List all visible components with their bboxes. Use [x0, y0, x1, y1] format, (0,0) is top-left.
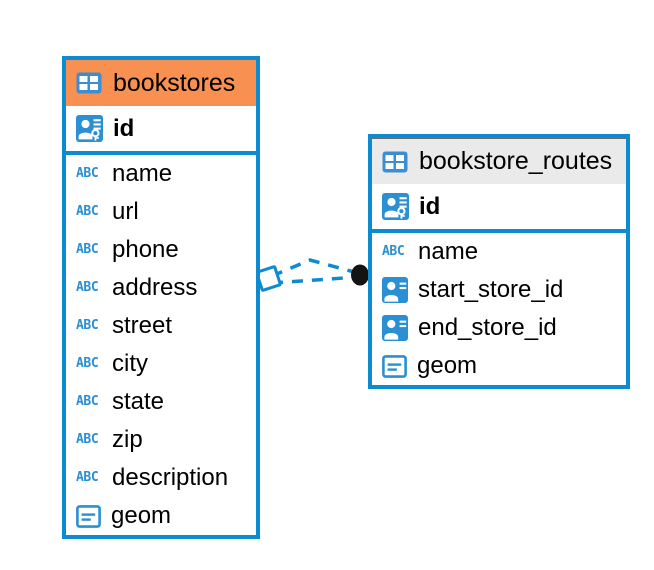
primary-key-icon	[76, 115, 103, 142]
field-name: address	[112, 274, 198, 301]
field-row[interactable]: ABC state	[66, 383, 256, 421]
field-row[interactable]: ABC description	[66, 459, 256, 497]
primary-key-divider	[372, 229, 626, 233]
abc-icon: ABC	[76, 204, 99, 219]
primary-key-divider	[66, 151, 256, 155]
field-name: city	[112, 350, 148, 377]
relationship-branch-upper	[271, 258, 359, 278]
field-row[interactable]: ABC city	[66, 345, 256, 383]
geometry-icon	[76, 504, 101, 528]
primary-key-icon	[382, 193, 409, 220]
abc-icon: ABC	[76, 242, 99, 257]
field-row[interactable]: geom	[66, 497, 256, 535]
entity-title: bookstore_routes	[419, 147, 613, 175]
diamond-outline-icon	[255, 265, 282, 292]
field-row[interactable]: ABC phone	[66, 231, 256, 269]
field-row[interactable]: ABC zip	[66, 421, 256, 459]
field-row[interactable]: end_store_id	[372, 309, 626, 347]
abc-icon: ABC	[76, 470, 99, 485]
field-row[interactable]: geom	[372, 347, 626, 385]
field-name: end_store_id	[418, 314, 557, 341]
field-name: id	[113, 114, 135, 142]
abc-icon: ABC	[76, 356, 99, 371]
field-name: id	[419, 192, 441, 220]
field-row[interactable]: ABC url	[66, 193, 256, 231]
field-name: name	[418, 238, 479, 265]
abc-icon: ABC	[76, 166, 99, 181]
foreign-key-icon	[382, 315, 408, 341]
abc-icon: ABC	[382, 244, 405, 259]
field-name: url	[112, 198, 139, 225]
field-name: name	[112, 160, 173, 187]
field-row-primary-key[interactable]: id	[66, 106, 256, 151]
field-name: description	[112, 464, 229, 491]
field-name: zip	[112, 426, 143, 453]
relationship-connector[interactable]	[250, 240, 390, 320]
filled-circle-icon	[351, 264, 369, 286]
abc-icon: ABC	[76, 318, 99, 333]
field-name: start_store_id	[418, 276, 564, 303]
table-icon	[76, 72, 102, 94]
field-name: geom	[417, 352, 478, 379]
geometry-icon	[382, 354, 407, 378]
entity-title: bookstores	[113, 68, 236, 97]
entity-header-bookstores[interactable]: bookstores	[66, 60, 256, 106]
field-row[interactable]: ABC name	[66, 155, 256, 193]
abc-icon: ABC	[76, 394, 99, 409]
field-name: state	[112, 388, 165, 415]
abc-icon: ABC	[76, 432, 99, 447]
entity-header-bookstore-routes[interactable]: bookstore_routes	[372, 138, 626, 184]
field-name: street	[112, 312, 173, 339]
foreign-key-icon	[382, 277, 408, 303]
field-row[interactable]: start_store_id	[372, 271, 626, 309]
abc-icon: ABC	[76, 280, 99, 295]
field-name: geom	[111, 502, 172, 529]
field-row-primary-key[interactable]: id	[372, 184, 626, 229]
field-row[interactable]: ABC name	[372, 233, 626, 271]
table-icon	[382, 151, 408, 173]
field-name: phone	[112, 236, 179, 263]
field-row[interactable]: ABC street	[66, 307, 256, 345]
relationship-branch-lower	[271, 275, 359, 285]
field-row[interactable]: ABC address	[66, 269, 256, 307]
